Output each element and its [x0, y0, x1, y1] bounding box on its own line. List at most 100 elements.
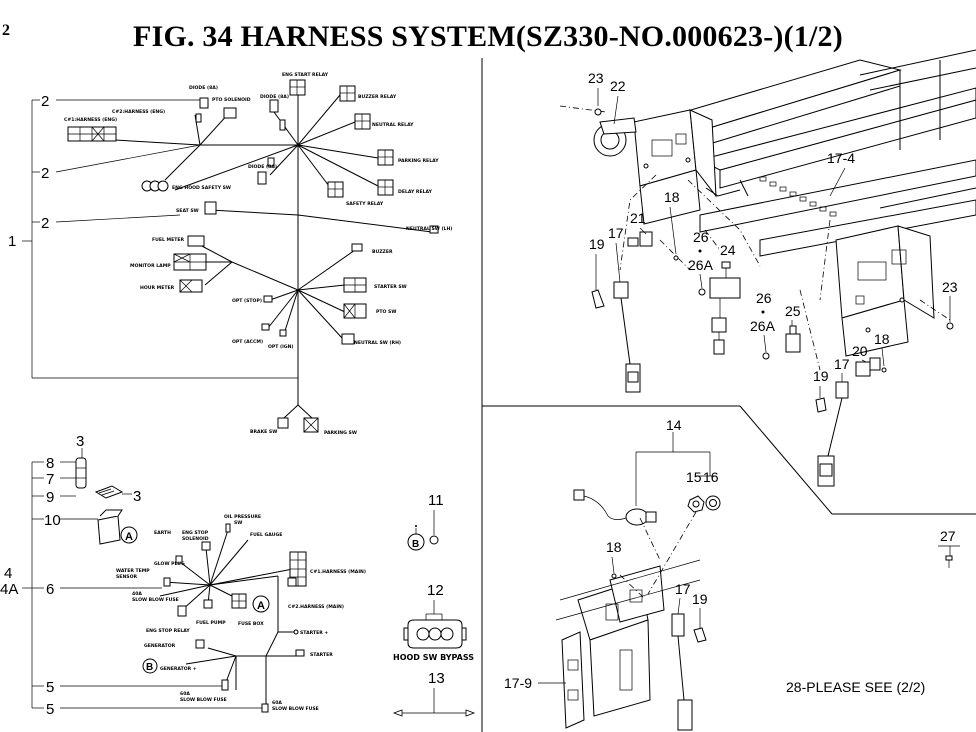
label-water-temp-1: WATER TEMP: [116, 568, 150, 574]
label-diode-1: DIODE (8A): [189, 85, 218, 91]
label-oil-pressure: OIL PRESSURE: [224, 514, 261, 520]
marker-a-part10: A: [125, 531, 133, 543]
callout-17b: 17: [834, 356, 850, 372]
label-slow-blow-60a-3: 60A: [272, 700, 282, 706]
label-eng-hood-safety-sw: ENG HOOD SAFETY SW: [172, 185, 231, 191]
sensor-assembly: [555, 432, 721, 731]
label-delay-relay: DELAY RELAY: [398, 189, 433, 195]
callout-25: 25: [785, 303, 801, 319]
label-generator: GENERATOR: [144, 643, 176, 649]
panel-dividers: [481, 58, 976, 732]
callout-24: 24: [720, 242, 736, 258]
callout-17a: 17: [608, 225, 624, 241]
callout-1: 1: [8, 233, 16, 250]
label-fuel-pump: FUEL PUMP: [196, 620, 226, 626]
callout-21: 21: [630, 210, 646, 226]
label-opt-ign: OPT (IGN): [268, 344, 294, 350]
callout-20: 20: [852, 343, 868, 359]
label-c1-harness-main: C#1.HARNESS (MAIN): [310, 569, 366, 575]
callout-22: 22: [610, 78, 626, 94]
callout-5a: 5: [46, 679, 54, 696]
label-c2-harness-eng: C#2:HARNESS (ENG): [112, 109, 165, 115]
label-opt-stop: OPT (STOP): [232, 298, 262, 304]
label-pto-solenoid: PTO SOLENOID: [212, 97, 251, 103]
label-diode-3: DIODE (8A): [248, 164, 277, 170]
callout-3b: 3: [133, 488, 141, 505]
callout-19b: 19: [813, 368, 829, 384]
label-slow-blow-60a-2: SLOW BLOW FUSE: [180, 697, 227, 703]
label-brake-sw: BRAKE SW: [250, 429, 277, 435]
callouts-main: 1 2 2 2: [8, 93, 49, 250]
label-buzzer: BUZZER: [372, 249, 393, 255]
label-slow-blow-40a-2: SLOW BLOW FUSE: [132, 597, 179, 603]
callout-17-4: 17-4: [827, 150, 855, 166]
callout-27: 27: [940, 528, 956, 544]
page-mark: 2: [2, 22, 10, 39]
items-11-12-13: 11 B 12 HOOD SW BYPASS 13: [392, 492, 476, 717]
label-pto-sw: PTO SW: [376, 309, 396, 315]
label-slow-blow-60a-4: SLOW BLOW FUSE: [272, 706, 319, 712]
label-neutral-relay: NEUTRAL RELAY: [372, 122, 414, 128]
label-monitor-lamp: MONITOR LAMP: [130, 263, 171, 269]
label-earth: EARTH: [154, 530, 171, 536]
callout-7: 7: [46, 471, 54, 488]
label-buzzer-relay: BUZZER RELAY: [358, 94, 397, 100]
label-c1-harness-eng: C#1:HARNESS (ENG): [64, 117, 117, 123]
marker-a-fusebox: A: [257, 600, 265, 612]
label-water-temp-2: SENSOR: [116, 574, 138, 580]
label-neutral-sw-rh: NEUTRAL SW (RH): [354, 340, 401, 346]
label-fuel-gauge: FUEL GAUGE: [250, 532, 282, 538]
engine-harness: A: [22, 448, 307, 713]
callout-18a: 18: [664, 189, 680, 205]
callout-9: 9: [46, 489, 54, 506]
label-glow-plug: GLOW PLUG: [154, 561, 185, 567]
label-starter: STARTER: [310, 652, 333, 658]
callout-4: 4: [4, 565, 12, 582]
callout-23a: 23: [588, 70, 604, 86]
callout-12: 12: [427, 582, 444, 599]
callout-16: 16: [703, 469, 719, 485]
marker-b-generator: B: [146, 662, 153, 673]
label-slow-blow-60a-1: 60A: [180, 691, 190, 697]
callout-18c: 18: [606, 539, 622, 555]
callout-2b: 2: [41, 165, 49, 182]
callout-6: 6: [46, 581, 54, 598]
label-eng-stop-solenoid-2: SOLENOID: [182, 536, 209, 542]
callout-13: 13: [428, 670, 445, 687]
callout-8: 8: [46, 455, 54, 472]
figure-title: FIG. 34 HARNESS SYSTEM(SZ330-NO.000623-)…: [133, 20, 843, 53]
label-starter-sw: STARTER SW: [374, 284, 407, 290]
label-generator-plus: GENERATOR +: [160, 666, 197, 672]
main-harness-labels: DIODE (8A) PTO SOLENOID C#2:HARNESS (ENG…: [64, 72, 452, 436]
callout-14: 14: [666, 417, 682, 433]
label-diode-2: DIODE (8A): [260, 94, 289, 100]
callout-17c: 17: [675, 581, 691, 597]
label-slow-blow-40a-1: 40A: [132, 591, 142, 597]
label-eng-stop-relay: ENG STOP RELAY: [146, 628, 190, 634]
label-safety-relay: SAFETY RELAY: [346, 201, 384, 207]
callout-11: 11: [428, 492, 444, 509]
label-starter-plus: STARTER +: [300, 630, 328, 636]
label-fuse-box: FUSE BOX: [238, 621, 264, 627]
marker-b-item11: B: [412, 539, 419, 550]
label-fuel-meter: FUEL METER: [152, 237, 185, 243]
label-hour-meter: HOUR METER: [140, 285, 175, 291]
see-note: 28-PLEASE SEE (2/2): [786, 679, 925, 695]
callout-5b: 5: [46, 701, 54, 718]
callout-26a-a: 26A: [688, 257, 714, 273]
callouts-engine: 3 3 8 7 9 10 4 4A 6 5 5: [0, 433, 141, 718]
callout-3a: 3: [76, 433, 84, 450]
callout-19a: 19: [589, 236, 605, 252]
frame-assembly: [559, 49, 976, 487]
label-c2-harness-main: C#2.HARNESS (MAIN): [288, 604, 344, 610]
label-neutral-sw-lh: NEUTRAL SW (LH): [406, 226, 452, 232]
callout-10: 10: [44, 512, 61, 529]
callout-15: 15: [686, 469, 702, 485]
callout-26b: 26: [756, 290, 772, 306]
callout-23b: 23: [942, 279, 958, 295]
main-harness: [22, 79, 439, 433]
engine-harness-labels: OIL PRESSURE SW EARTH ENG STOP SOLENOID …: [116, 514, 366, 712]
label-seat-sw: SEAT SW: [176, 208, 199, 214]
